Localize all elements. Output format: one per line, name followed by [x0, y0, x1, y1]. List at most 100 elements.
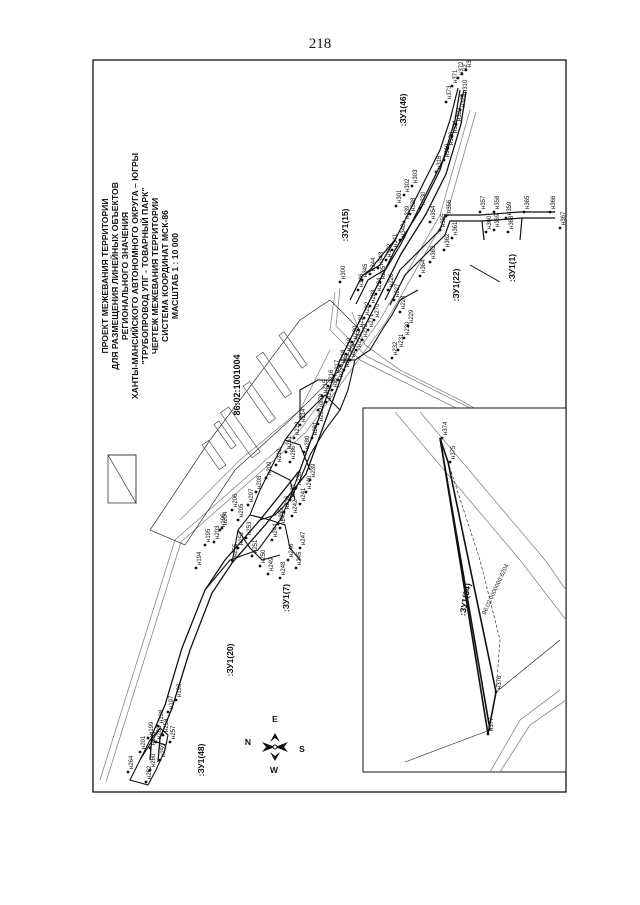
- vertex-marker: [278, 576, 282, 580]
- point-label: н282: [319, 407, 325, 421]
- point-label: н355: [441, 213, 447, 227]
- point-label: н218: [341, 349, 347, 363]
- vertex-marker: [254, 490, 258, 494]
- vertex-marker: [440, 436, 444, 440]
- vertex-marker: [402, 193, 406, 197]
- vertex-marker: [450, 134, 454, 138]
- vertex-marker: [278, 526, 282, 530]
- vertex-marker: [344, 352, 348, 356]
- vertex-marker: [360, 338, 364, 342]
- vertex-marker: [350, 340, 354, 344]
- vertex-marker: [338, 364, 342, 368]
- point-label: н330: [421, 191, 427, 205]
- compass-star: [270, 733, 280, 742]
- title-line-5: "ТРУБОПРОВОД УПГ - ТОВАРНЫЙ ПАРК": [139, 188, 150, 365]
- background-corridors: [99, 109, 563, 783]
- vertex-marker: [220, 526, 224, 530]
- point-label: н273: [357, 333, 363, 347]
- point-label: н271: [369, 313, 375, 327]
- vertex-marker: [464, 68, 468, 72]
- point-label: н216: [329, 369, 335, 383]
- title-line-4: ХАНТЫ-МАНСИЙСКОГО АВТОНОМНОГО ОКРУГА – Ю…: [129, 153, 140, 399]
- parcel-label-zu1-22: :ЗУ1(22): [451, 268, 461, 301]
- vertex-marker: [294, 566, 298, 570]
- vertex-marker: [218, 528, 222, 532]
- point-label: н264: [129, 755, 135, 769]
- point-label: н356: [447, 199, 453, 213]
- point-label: н257: [171, 725, 177, 739]
- vertex-marker: [250, 554, 254, 558]
- point-label: н237: [291, 483, 297, 497]
- point-label: н323: [461, 93, 467, 107]
- compass-s: S: [299, 744, 305, 754]
- compass-rose: N S E W: [245, 714, 305, 775]
- point-label: н280: [305, 435, 311, 449]
- point-label: н365: [525, 195, 531, 209]
- point-label: н260: [151, 753, 157, 767]
- point-label: н360: [487, 215, 493, 229]
- point-label: н196: [221, 513, 227, 527]
- point-label: н362: [445, 233, 451, 247]
- vertex-marker: [288, 460, 292, 464]
- vertex-marker: [504, 216, 508, 220]
- vertex-marker: [236, 546, 240, 550]
- point-label: н206: [233, 493, 239, 507]
- vertex-marker: [398, 310, 402, 314]
- point-label: н210: [277, 448, 283, 462]
- vertex-marker: [168, 740, 172, 744]
- cadastral-quarter-label: 86:02:1001004: [232, 354, 242, 415]
- point-label: н222: [365, 301, 371, 315]
- point-label: н197: [169, 695, 175, 709]
- point-label: н232: [393, 341, 399, 355]
- vertex-marker: [442, 158, 446, 162]
- vertex-marker: [338, 280, 342, 284]
- vertex-marker: [434, 170, 438, 174]
- point-label: н219: [347, 337, 353, 351]
- vertex-marker: [374, 292, 378, 296]
- vertex-marker: [450, 236, 454, 240]
- point-label: н277: [333, 373, 339, 387]
- vertex-marker: [454, 122, 458, 126]
- point-label: н343: [379, 251, 385, 265]
- point-label: н369: [495, 213, 501, 227]
- vertex-marker: [366, 328, 370, 332]
- vertex-marker: [330, 388, 334, 392]
- point-label: н238: [297, 471, 303, 485]
- vertex-marker: [356, 328, 360, 332]
- point-label: н252: [239, 531, 245, 545]
- point-label: н361: [453, 221, 459, 235]
- vertex-marker: [494, 690, 498, 694]
- vertex-marker: [308, 478, 312, 482]
- compass-w: W: [270, 765, 279, 775]
- vertex-marker: [298, 502, 302, 506]
- vertex-marker: [212, 540, 216, 544]
- vertex-marker: [456, 76, 460, 80]
- inset-background: [394, 411, 567, 773]
- point-label: н345: [363, 263, 369, 277]
- point-label: н265: [151, 731, 157, 745]
- point-label: н223: [371, 289, 377, 303]
- point-label: н301: [397, 189, 403, 203]
- parcel-label-zu1-20: :ЗУ1(20): [225, 643, 235, 676]
- vertex-marker: [392, 298, 396, 302]
- vertex-marker: [378, 280, 382, 284]
- point-label: н368: [509, 215, 515, 229]
- parcel-label-zu1-48: :ЗУ1(48): [196, 743, 206, 776]
- vertex-marker: [203, 543, 207, 547]
- point-label: н319: [445, 143, 451, 157]
- point-label: н367: [561, 211, 567, 225]
- point-label: н214: [301, 408, 307, 422]
- vertex-marker: [292, 436, 296, 440]
- vertex-marker: [446, 146, 450, 150]
- vertex-marker: [448, 460, 452, 464]
- point-label: н203: [215, 525, 221, 539]
- point-label: н243: [281, 511, 287, 525]
- point-label: н207: [249, 488, 255, 502]
- point-label: н199: [149, 721, 155, 735]
- point-label: н286: [291, 445, 297, 459]
- vertex-marker: [290, 514, 294, 518]
- point-label: н270: [375, 303, 381, 317]
- vertex-marker: [362, 316, 366, 320]
- point-label: н272: [363, 323, 369, 337]
- vertex-marker: [372, 318, 376, 322]
